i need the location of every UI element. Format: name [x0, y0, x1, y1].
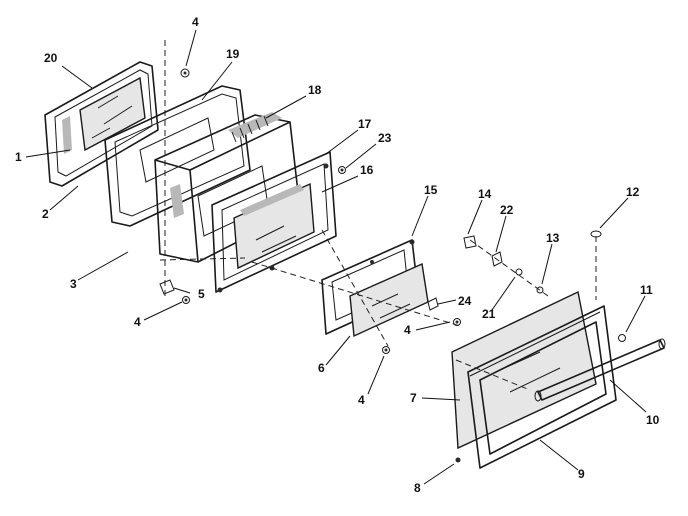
part-9-outer-frame	[467, 305, 617, 469]
callout-19: 19	[226, 47, 240, 61]
callout-12: 12	[626, 185, 640, 199]
callout-24: 24	[458, 294, 472, 308]
part-18-door-liner	[154, 112, 301, 263]
callout-16: 16	[360, 163, 374, 177]
callout-11: 11	[640, 283, 653, 297]
part-20-rear-frame	[44, 61, 159, 187]
callout-4-top: 4	[192, 15, 199, 29]
callout-7: 7	[410, 391, 417, 405]
callout-labels: 20 4 19 18 17 23 16 1 2 3 5 4 15 14 22 1…	[15, 15, 660, 495]
callout-5: 5	[198, 287, 205, 301]
assembly-dash-lines	[159, 40, 597, 391]
hardware-fasteners	[159, 68, 626, 463]
callout-17: 17	[358, 117, 372, 131]
callout-4-bottom: 4	[358, 393, 365, 407]
callout-23: 23	[378, 131, 392, 145]
callout-20: 20	[44, 51, 58, 65]
callout-4-right: 4	[404, 323, 411, 337]
callout-9: 9	[578, 467, 585, 481]
callout-22: 22	[500, 203, 514, 217]
callout-13: 13	[546, 231, 560, 245]
callout-15: 15	[424, 183, 438, 197]
callout-2: 2	[42, 207, 49, 221]
callout-8: 8	[414, 481, 421, 495]
callout-6: 6	[318, 361, 325, 375]
callout-10: 10	[646, 413, 660, 427]
part-19-gasket-frame	[104, 85, 251, 227]
callout-1: 1	[15, 150, 22, 164]
callout-18: 18	[308, 83, 322, 97]
callout-14: 14	[478, 187, 492, 201]
part-17-panel-frame	[211, 151, 337, 293]
leader-lines	[25, 29, 647, 485]
part-10-door-handle	[534, 338, 666, 402]
callout-21: 21	[482, 307, 496, 321]
callout-3: 3	[70, 277, 77, 291]
callout-4-left: 4	[134, 315, 141, 329]
